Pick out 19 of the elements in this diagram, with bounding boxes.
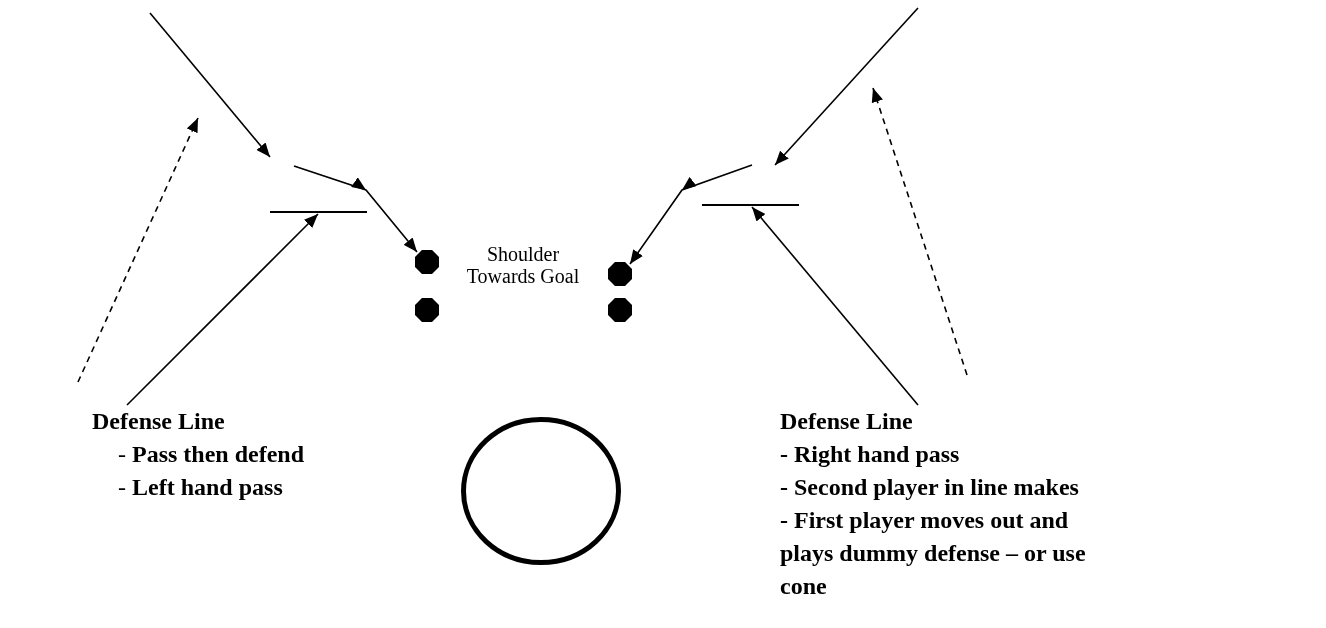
instruction-item: - Pass then defend bbox=[117, 440, 306, 469]
instruction-item: - Left hand pass bbox=[117, 473, 284, 502]
player-marker bbox=[608, 262, 632, 286]
instruction-item: - Second player in line makes bbox=[780, 473, 1080, 502]
pass-arrow bbox=[751, 206, 919, 406]
pass-arrow bbox=[126, 213, 319, 406]
defender-bar bbox=[270, 211, 367, 214]
defender-bar bbox=[702, 204, 799, 207]
player-marker bbox=[608, 298, 632, 322]
note-text: Shoulder Towards Goal bbox=[465, 243, 581, 287]
group-heading: Defense Line bbox=[92, 407, 226, 436]
instruction-item: - First player moves out and plays dummy defense – or use cone bbox=[780, 506, 1087, 601]
pass-arrow bbox=[293, 165, 418, 253]
player-marker bbox=[415, 298, 439, 322]
instruction-item: - Right hand pass bbox=[780, 440, 961, 469]
pass-arrow bbox=[629, 164, 753, 265]
player-marker bbox=[415, 250, 439, 274]
goal-circle bbox=[461, 417, 621, 565]
group-heading: Defense Line bbox=[780, 407, 914, 436]
